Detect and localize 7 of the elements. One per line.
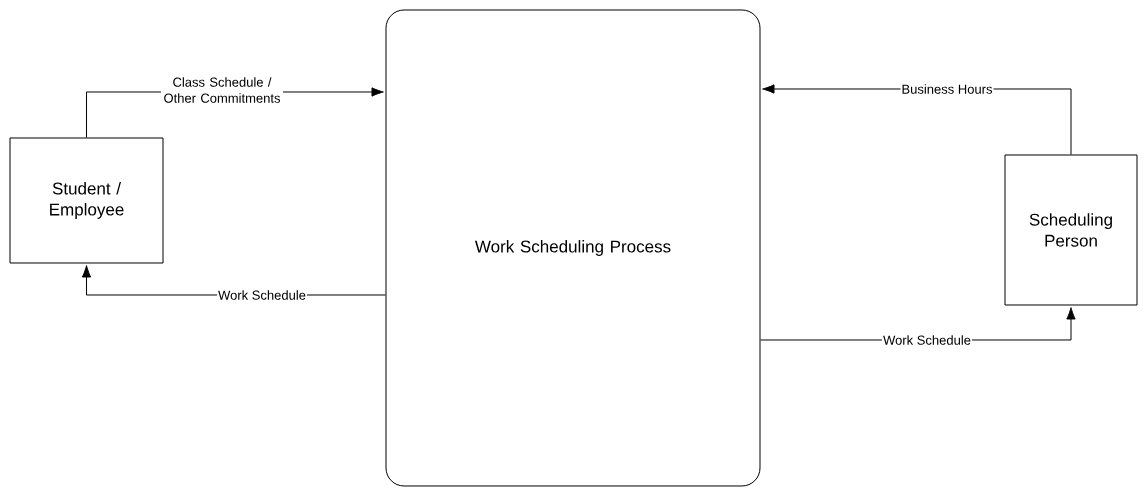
entity-box: Student / Employee: [9, 137, 164, 264]
edge-label: Business Hours: [900, 83, 994, 95]
edge-label: Class Schedule / Other Commitments: [161, 76, 283, 104]
edge-label: Work Schedule: [217, 289, 307, 301]
process-box: Work Scheduling Process: [385, 9, 761, 487]
edge-label: Work Schedule: [882, 334, 972, 346]
entity-box: Scheduling Person: [1004, 154, 1138, 306]
